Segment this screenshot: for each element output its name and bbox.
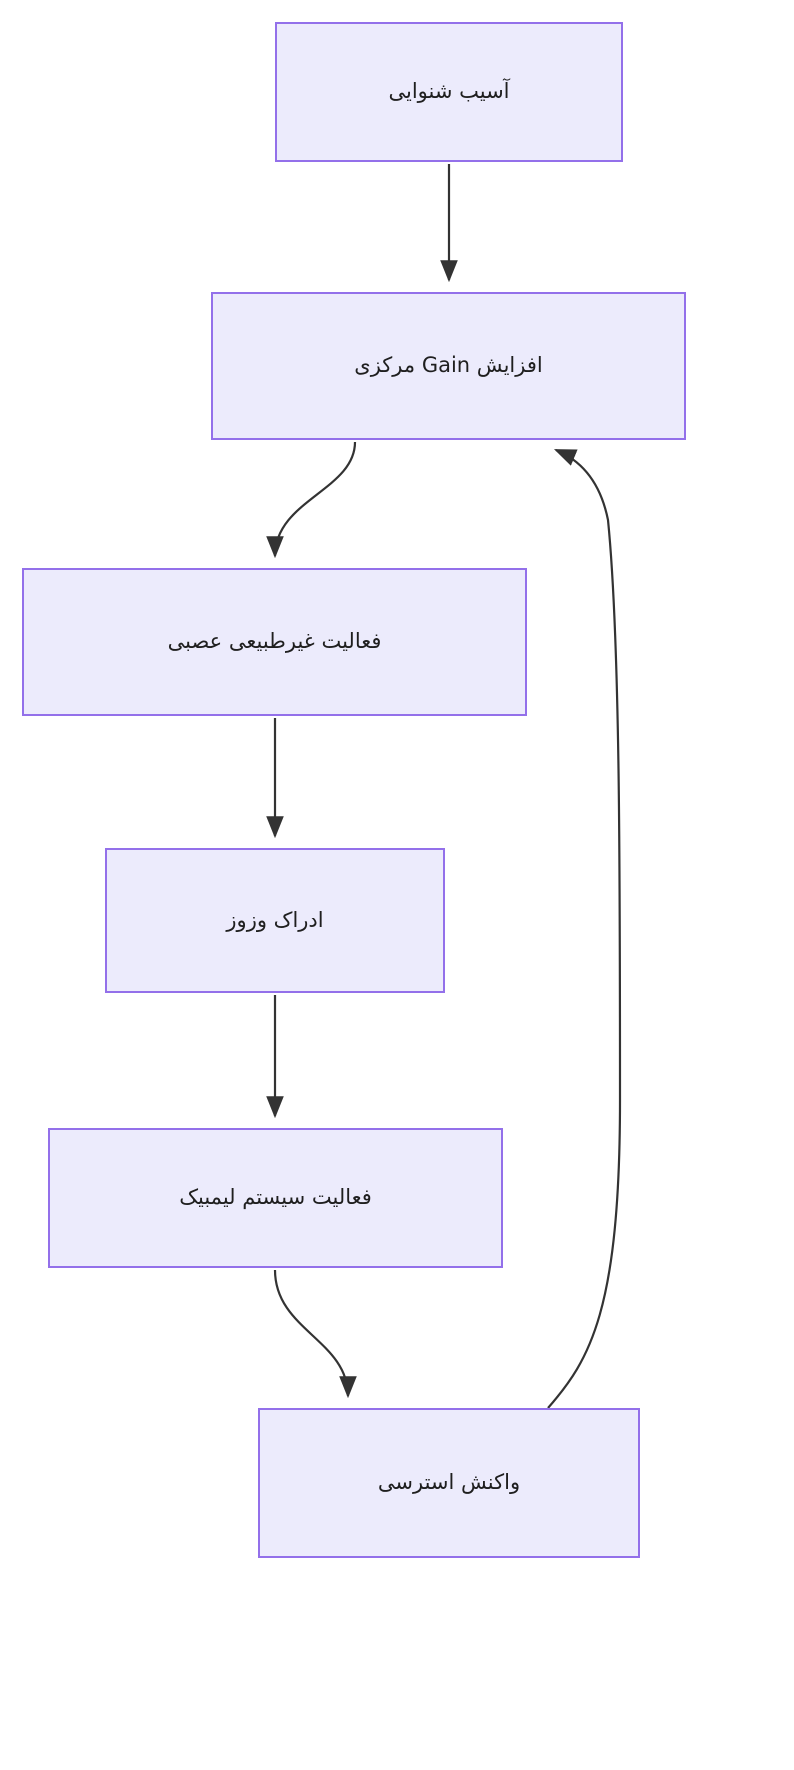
edge-limbic-activity-to-stress-reaction xyxy=(273,1269,357,1399)
node-tinnitus-perception[interactable]: ادراک وزوز xyxy=(105,848,445,993)
node-abnormal-activity[interactable]: فعالیت غیرطبیعی عصبی xyxy=(22,568,527,716)
node-limbic-activity-label: فعالیت سیستم لیمبیک xyxy=(179,1185,372,1210)
edge-stress-reaction-to-central-gain xyxy=(547,448,622,1409)
node-stress-reaction-label: واکنش استرسی xyxy=(377,1470,521,1495)
node-tinnitus-perception-label: ادراک وزوز xyxy=(226,907,324,932)
node-central-gain[interactable]: افزایش Gain مرکزی xyxy=(211,292,686,440)
node-hearing-damage[interactable]: آسیب شنوایی xyxy=(275,22,623,162)
edge-central-gain-to-abnormal-activity xyxy=(266,441,357,559)
node-central-gain-label: افزایش Gain مرکزی xyxy=(354,353,543,378)
node-abnormal-activity-label: فعالیت غیرطبیعی عصبی xyxy=(167,629,382,654)
node-hearing-damage-label: آسیب شنوایی xyxy=(388,79,510,104)
node-limbic-activity[interactable]: فعالیت سیستم لیمبیک xyxy=(48,1128,503,1268)
node-stress-reaction[interactable]: واکنش استرسی xyxy=(258,1408,640,1558)
